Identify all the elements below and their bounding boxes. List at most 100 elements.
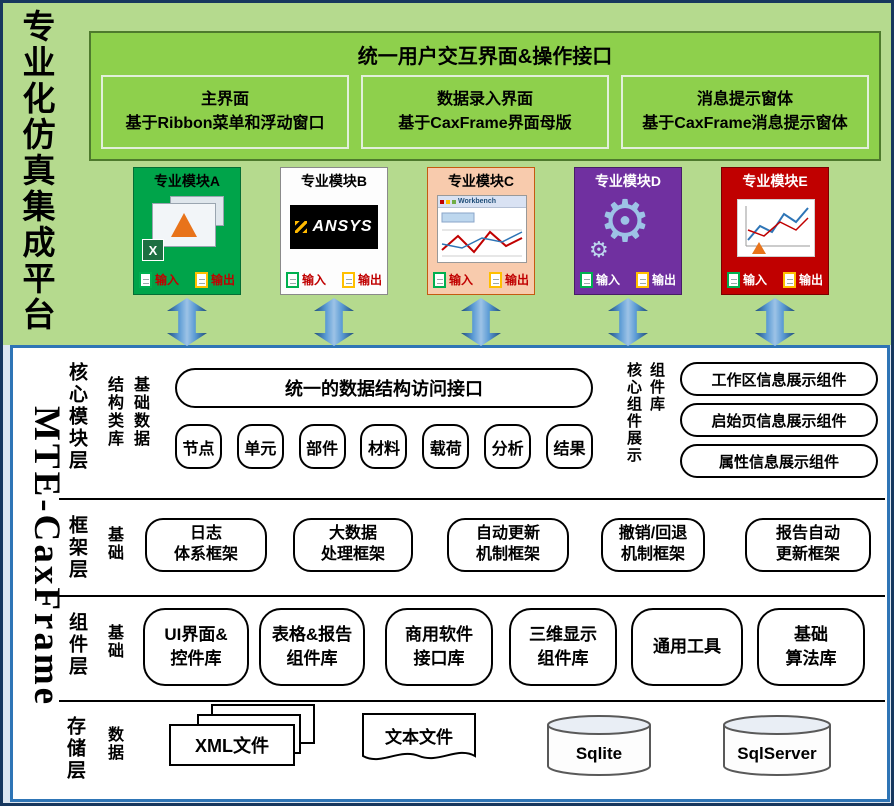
undo-framework-box: 撤销/回退 机制框架	[601, 518, 705, 572]
xml-files-label: XML文件	[195, 736, 269, 756]
ui-card-data-entry: 数据录入界面 基于CaxFrame界面母版	[361, 75, 609, 149]
module-c: 专业模块C Workbench	[427, 167, 535, 295]
output-label: 输出	[799, 273, 824, 287]
output-group: 输出	[636, 271, 676, 288]
ui-card-message-window: 消息提示窗体 基于CaxFrame消息提示窗体	[621, 75, 869, 149]
display-box-label: 启始页信息展示组件	[711, 412, 847, 430]
box-line2: 机制框架	[620, 546, 685, 563]
box-line2: 更新框架	[775, 546, 840, 563]
text-file-label: 文本文件	[385, 728, 453, 747]
core-layer-sublabel-right: 基础数据	[131, 376, 148, 448]
pill-node: 节点	[175, 424, 222, 469]
storage-layer-sublabel: 数据	[105, 726, 122, 762]
toolbar-dot-icon	[446, 199, 450, 204]
pill-result: 结果	[545, 424, 593, 469]
module-d: 专业模块D ⚙ ⚙ 输入 输出	[574, 167, 682, 295]
input-label: 输入	[595, 273, 620, 287]
matlab-triangle-icon	[171, 213, 197, 237]
mini-chart	[745, 206, 810, 254]
framework-layer-label: 框架层	[66, 515, 87, 581]
box-line1: 大数据	[328, 525, 377, 543]
output-doc-icon	[342, 271, 355, 288]
output-doc-icon	[195, 271, 208, 288]
component-layer-sublabel: 基础	[105, 624, 122, 660]
layer-divider	[59, 595, 885, 597]
core-layer-label: 核心模块层	[66, 362, 87, 472]
box-line1: 通用工具	[653, 637, 721, 657]
module-c-icons: Workbench	[428, 191, 534, 271]
sqlite-cylinder-icon: Sqlite	[545, 714, 653, 778]
unified-ui-panel: 统一用户交互界面&操作接口 主界面 基于Ribbon菜单和浮动窗口 数据录入界面…	[89, 31, 881, 161]
ui-card-main-interface: 主界面 基于Ribbon菜单和浮动窗口	[101, 75, 349, 149]
box-line1: 撤销/回退	[618, 525, 688, 543]
output-group: 输出	[489, 271, 529, 288]
caxframe-panel: MTE-CaxFrame 核心模块层 结构类库 基础数据 统一的数据结构访问接口…	[10, 345, 890, 802]
module-a-icons: X	[134, 191, 240, 271]
log-framework-box: 日志 体系框架	[145, 518, 267, 572]
core-layer-sublabel-left: 结构类库	[105, 376, 122, 448]
excel-icon: X	[142, 239, 164, 261]
sqlite-cylinder-shape	[547, 715, 651, 776]
framework-layer-sublabel: 基础	[105, 526, 122, 562]
layer-divider	[59, 498, 885, 500]
input-doc-icon	[726, 271, 740, 288]
xml-files-icon: XML文件	[169, 724, 295, 766]
module-c-name: 专业模块C	[447, 173, 515, 189]
output-group: 输出	[342, 271, 382, 288]
commercial-sw-lib-box: 商用软件 接口库	[385, 608, 493, 686]
frame-title: MTE-CaxFrame	[26, 406, 67, 708]
module-b-io: 输入 输出	[285, 271, 382, 288]
input-label: 输入	[301, 273, 326, 287]
box-line1: 基础	[794, 625, 828, 645]
interface-box-label: 统一的数据结构访问接口	[285, 379, 483, 399]
gear-small-icon: ⚙	[589, 237, 609, 262]
unified-ui-title: 统一用户交互界面&操作接口	[357, 46, 613, 68]
core-component-label-main: 核心组件展示	[625, 362, 642, 464]
toolbar-dot-icon	[440, 199, 444, 204]
sqlserver-label: SqlServer	[737, 744, 817, 763]
sqlite-label: Sqlite	[575, 744, 623, 763]
ansys-logo-text: ANSYS	[312, 218, 373, 235]
module-e-name: 专业模块E	[742, 173, 808, 189]
module-e-icons	[722, 191, 828, 271]
text-file-icon: 文本文件	[361, 712, 477, 770]
display-box-label: 工作区信息展示组件	[711, 371, 847, 389]
box-line2: 处理框架	[320, 546, 385, 563]
chart-screenshot-icon	[737, 199, 815, 257]
input-doc-icon	[432, 271, 446, 288]
gear-icon: ⚙	[599, 189, 651, 254]
module-d-io: 输入 输出	[579, 271, 676, 288]
autoupdate-framework-box: 自动更新 机制框架	[447, 518, 569, 572]
module-b: 专业模块B ANSYS 输入 输出	[280, 167, 388, 295]
workbench-screenshot-icon: Workbench	[437, 195, 527, 263]
input-group: 输入	[726, 271, 767, 288]
module-a-name: 专业模块A	[153, 173, 221, 189]
output-group: 输出	[783, 271, 823, 288]
box-line1: 自动更新	[475, 525, 540, 543]
text-file-shape	[362, 713, 476, 761]
module-d-name: 专业模块D	[594, 173, 662, 189]
box-line2: 组件库	[286, 649, 338, 668]
sqlserver-cylinder-icon: SqlServer	[721, 714, 833, 778]
module-e-io: 输入 输出	[726, 271, 823, 288]
box-line2: 体系框架	[173, 546, 238, 563]
input-group: 输入	[579, 271, 620, 288]
general-tools-box: 通用工具	[631, 608, 743, 686]
input-label: 输入	[742, 273, 767, 287]
module-a: 专业模块A X 输入 输出	[133, 167, 241, 295]
ui-card-line1: 消息提示窗体	[696, 91, 793, 108]
output-label: 输出	[358, 273, 383, 287]
workbench-toolbar: Workbench	[438, 196, 526, 208]
ansys-mark-icon	[295, 221, 308, 233]
sqlserver-cylinder-shape	[723, 715, 831, 776]
module-d-icons: ⚙ ⚙	[575, 191, 681, 271]
output-doc-icon	[489, 271, 502, 288]
startpage-display-box: 启始页信息展示组件	[680, 403, 878, 437]
pill-analysis: 分析	[484, 424, 532, 469]
input-doc-icon	[579, 271, 593, 288]
pill-element: 单元	[236, 424, 284, 469]
workbench-schematic	[441, 212, 523, 257]
output-doc-icon	[783, 271, 796, 288]
layer-divider	[59, 700, 885, 702]
component-layer-label: 组件层	[66, 612, 87, 678]
